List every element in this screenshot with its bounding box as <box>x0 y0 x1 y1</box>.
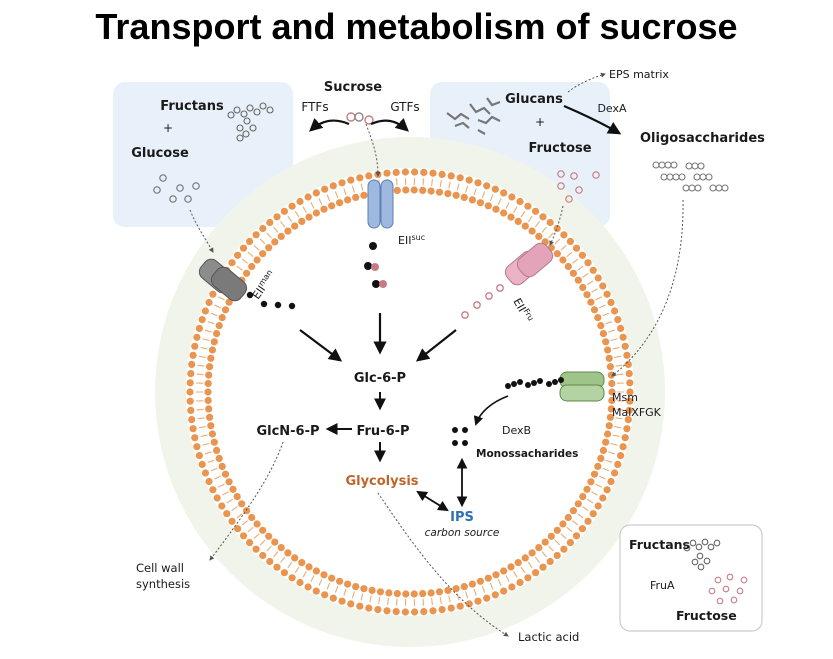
sucrose-label: Sucrose <box>324 80 382 95</box>
eii-suc-transporter <box>367 179 394 229</box>
eii-suc-label: EIIsuc <box>398 233 425 247</box>
fructans-inset-box <box>619 524 763 632</box>
inset-fructans-icon <box>683 538 721 571</box>
plus-right: + <box>535 115 545 129</box>
msm-label: Msm <box>612 391 638 404</box>
dexa-label: DexA <box>597 102 627 115</box>
plus-left: + <box>163 121 173 135</box>
dexb-label: DexB <box>502 424 531 437</box>
inset-fructose-molecules <box>708 573 748 605</box>
cell-wall-label: Cell wall <box>136 561 184 575</box>
dotted-arrows <box>189 72 684 637</box>
glucose-label: Glucose <box>131 146 189 161</box>
fructans-structure-icon <box>227 102 274 142</box>
eii-man-transporter <box>198 258 248 302</box>
oligosaccharides-label: Oligosaccharides <box>640 131 765 146</box>
sucrose-molecule <box>346 112 374 125</box>
glcn6p-label: GlcN-6-P <box>256 424 319 439</box>
lactic-acid-label: Lactic acid <box>518 630 579 644</box>
glucans-structure-icon <box>446 97 501 135</box>
glycolysis-label: Glycolysis <box>345 474 418 489</box>
eps-matrix-label: EPS matrix <box>609 68 669 81</box>
eii-fru-transporter <box>504 242 554 286</box>
msm-transporter <box>559 371 605 402</box>
glucans-label: Glucans <box>505 92 563 107</box>
inset-frua-label: FruA <box>650 579 675 592</box>
oligosaccharides-molecules <box>652 161 729 192</box>
inset-fructose-label: Fructose <box>676 608 737 623</box>
inset-fructans-label: Fructans <box>629 537 690 552</box>
monossacharides-label: Monossacharides <box>476 448 578 460</box>
synthesis-label: synthesis <box>136 577 190 591</box>
fru6p-label: Fru-6-P <box>356 424 409 439</box>
fructose-label: Fructose <box>528 141 591 156</box>
internal-molecules <box>246 242 564 446</box>
malxfgk-label: MalXFGK <box>612 406 662 419</box>
fructans-label: Fructans <box>160 99 224 114</box>
fructose-molecules <box>557 170 600 203</box>
page-title: Transport and metabolism of sucrose <box>95 6 738 47</box>
glucose-molecules <box>153 174 200 203</box>
ftfs-label: FTFs <box>301 100 328 114</box>
cell-membrane <box>186 168 634 616</box>
carbon-source-label: carbon source <box>425 527 500 539</box>
glc6p-label: Glc-6-P <box>354 371 406 386</box>
ips-label: IPS <box>450 510 474 525</box>
gtfs-label: GTFs <box>390 100 419 114</box>
